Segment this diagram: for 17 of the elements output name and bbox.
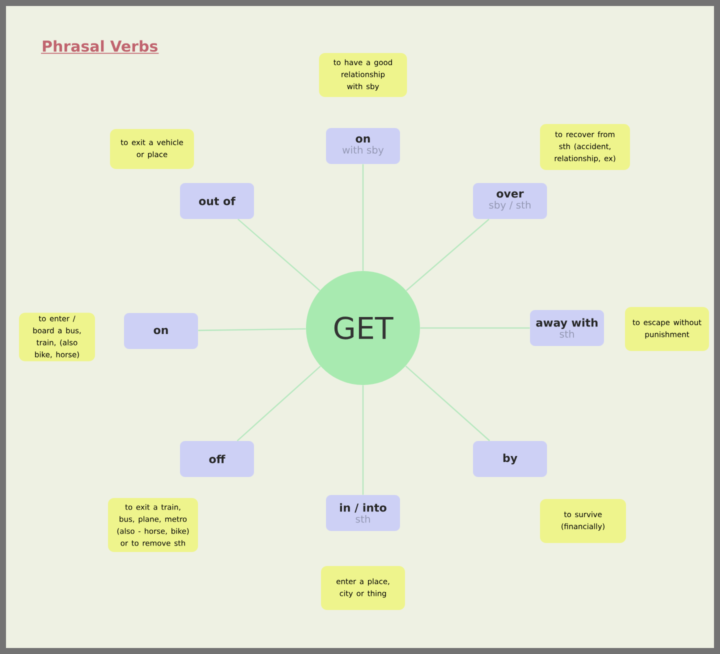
particle-box: by — [473, 441, 547, 477]
connector-line — [362, 164, 364, 271]
particle-box: away with sth — [530, 310, 604, 346]
particle-box: off — [180, 441, 254, 477]
particle-box: on with sby — [326, 128, 400, 164]
connector-line — [198, 328, 306, 332]
particle-box: in / into sth — [326, 495, 400, 531]
connector-line — [406, 218, 490, 292]
connector-line — [238, 218, 320, 291]
connector-line — [236, 366, 321, 442]
connector-line — [405, 366, 490, 442]
particle-box: on — [124, 313, 198, 349]
title: Phrasal Verbs — [42, 40, 158, 52]
particle-box: over sby / sth — [473, 183, 547, 219]
connector-line — [420, 327, 530, 329]
connector-line — [362, 385, 364, 495]
particle-box: out of — [180, 183, 254, 219]
